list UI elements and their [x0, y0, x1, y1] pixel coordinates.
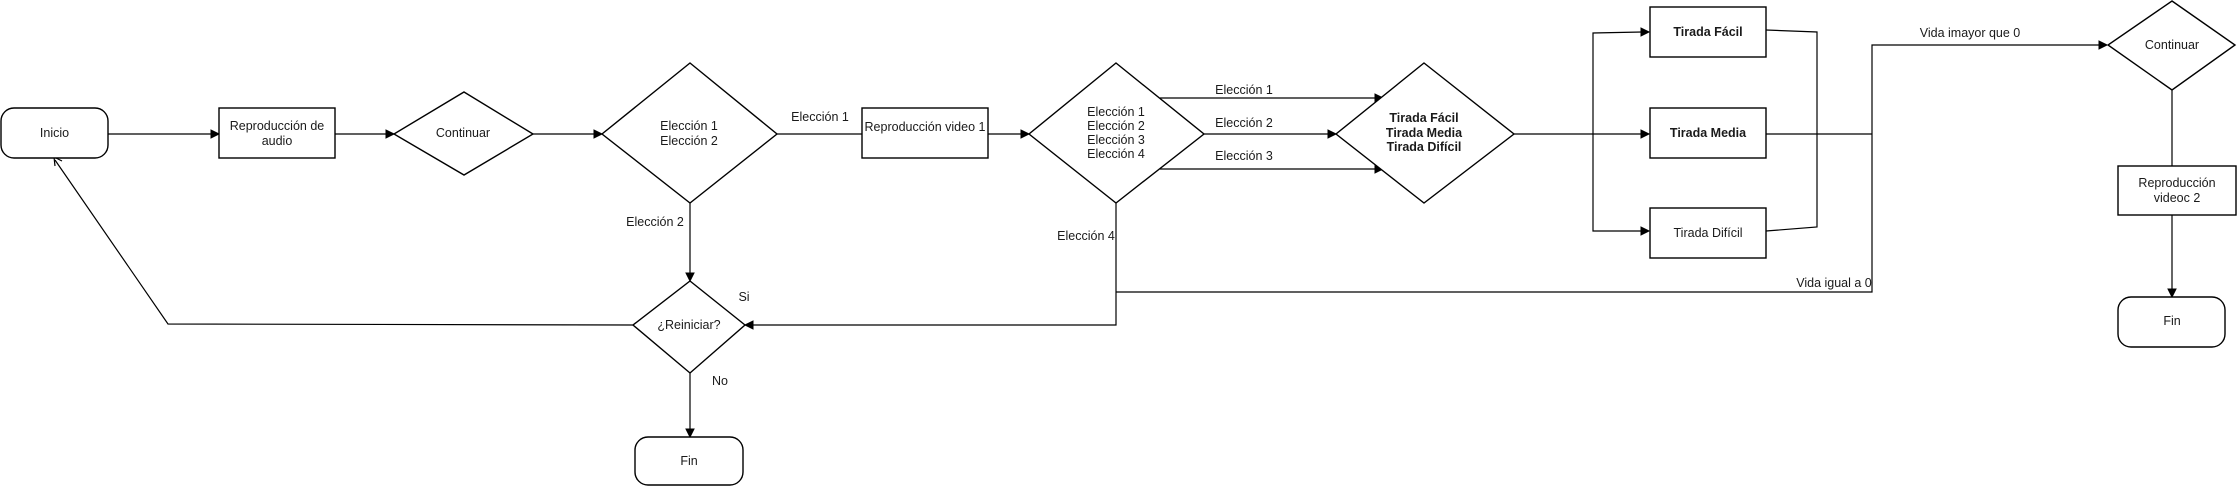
arrowhead — [1640, 226, 1651, 236]
node-reiniciar-label: ¿Reiniciar? — [657, 318, 720, 332]
node-tirada-dificil[interactable] — [1649, 207, 1767, 259]
arrowhead — [1020, 129, 1031, 139]
arrowhead — [685, 428, 695, 439]
edge-vida-mayor — [1871, 44, 2100, 134]
node-eleccion-1-2-line-2: Elección 2 — [660, 134, 718, 148]
edge-label-eleccion-4: Elección 4 — [1057, 229, 1115, 243]
edge-label-b-eleccion-1: Elección 1 — [1215, 83, 1273, 97]
edge-label-si: Si — [738, 290, 749, 304]
edge-eleccion4-to-reiniciar — [752, 203, 1117, 326]
edge-merge-difficulties — [1765, 29, 1818, 232]
node-tiradas-line-2: Tirada Media — [1386, 126, 1463, 140]
node-tirada-media[interactable] — [1649, 107, 1767, 159]
node-fin-1-label: Fin — [680, 454, 697, 468]
node-inicio[interactable] — [0, 107, 109, 159]
node-eleccion-1-4-line-3: Elección 3 — [1087, 133, 1145, 147]
node-reproduccion-audio[interactable] — [218, 107, 336, 159]
edge-vida-igual — [1116, 134, 1873, 293]
arrowhead — [1640, 129, 1651, 139]
node-video-2-label-1: Reproducción — [2138, 176, 2215, 190]
node-video-1-label: Reproducción video 1 — [865, 120, 986, 134]
node-tirada-facil-label: Tirada Fácil — [1673, 25, 1742, 39]
edge-label-b-eleccion-3: Elección 3 — [1215, 149, 1273, 163]
node-fin-2-label: Fin — [2163, 314, 2180, 328]
node-eleccion-1-4-line-2: Elección 2 — [1087, 119, 1145, 133]
edge-label-eleccion-1: Elección 1 — [791, 110, 849, 124]
node-continuar-2-label: Continuar — [2145, 38, 2199, 52]
edge-label-vida-igual: Vida igual a 0 — [1796, 276, 1872, 290]
node-continuar-1-label: Continuar — [436, 126, 490, 140]
node-inicio-label: Inicio — [40, 126, 69, 140]
node-tirada-media-label: Tirada Media — [1670, 126, 1747, 140]
node-reiniciar[interactable] — [631, 280, 747, 374]
edge-tiradas-to-facil — [1592, 31, 1643, 134]
arrowhead — [2098, 40, 2109, 50]
node-fin-1[interactable] — [634, 436, 744, 486]
node-tiradas[interactable] — [1334, 62, 1516, 204]
arrowhead — [685, 272, 695, 283]
arrowhead — [2167, 288, 2177, 299]
arrowhead — [743, 320, 754, 330]
node-tirada-dificil-label: Tirada Difícil — [1674, 226, 1743, 240]
edge-reiniciar-to-inicio — [54, 159, 634, 326]
arrowhead — [1640, 27, 1651, 37]
edge-label-eleccion-2: Elección 2 — [626, 215, 684, 229]
node-reproduccion-video-2[interactable] — [2117, 165, 2237, 216]
node-tirada-facil[interactable] — [1649, 6, 1767, 58]
node-continuar-1[interactable] — [392, 91, 535, 176]
arrowhead — [385, 129, 396, 139]
node-tiradas-line-1: Tirada Fácil — [1389, 111, 1458, 125]
edge-tiradas-to-dificil — [1592, 134, 1642, 232]
arrowhead — [210, 129, 221, 139]
edge-label-b-eleccion-2: Elección 2 — [1215, 116, 1273, 130]
node-fin-2[interactable] — [2117, 296, 2226, 348]
node-eleccion-1-2-line-1: Elección 1 — [660, 119, 718, 133]
node-audio-label-1: Reproducción de — [230, 119, 325, 133]
node-eleccion-1-4-line-1: Elección 1 — [1087, 105, 1145, 119]
node-eleccion-1-4-line-4: Elección 4 — [1087, 147, 1145, 161]
arrowhead — [593, 129, 604, 139]
edge-label-no: No — [712, 374, 728, 388]
node-continuar-2[interactable] — [2106, 0, 2237, 91]
node-audio-label-2: audio — [262, 134, 293, 148]
arrowhead — [1327, 129, 1338, 139]
node-eleccion-1-2[interactable] — [600, 62, 779, 204]
node-eleccion-1-4[interactable] — [1027, 62, 1206, 204]
node-video-2-label-2: videoc 2 — [2154, 191, 2201, 205]
node-reproduccion-video-1[interactable] — [861, 107, 989, 159]
edge-label-vida-mayor: Vida imayor que 0 — [1920, 26, 2021, 40]
node-tiradas-line-3: Tirada Difícil — [1387, 140, 1462, 154]
